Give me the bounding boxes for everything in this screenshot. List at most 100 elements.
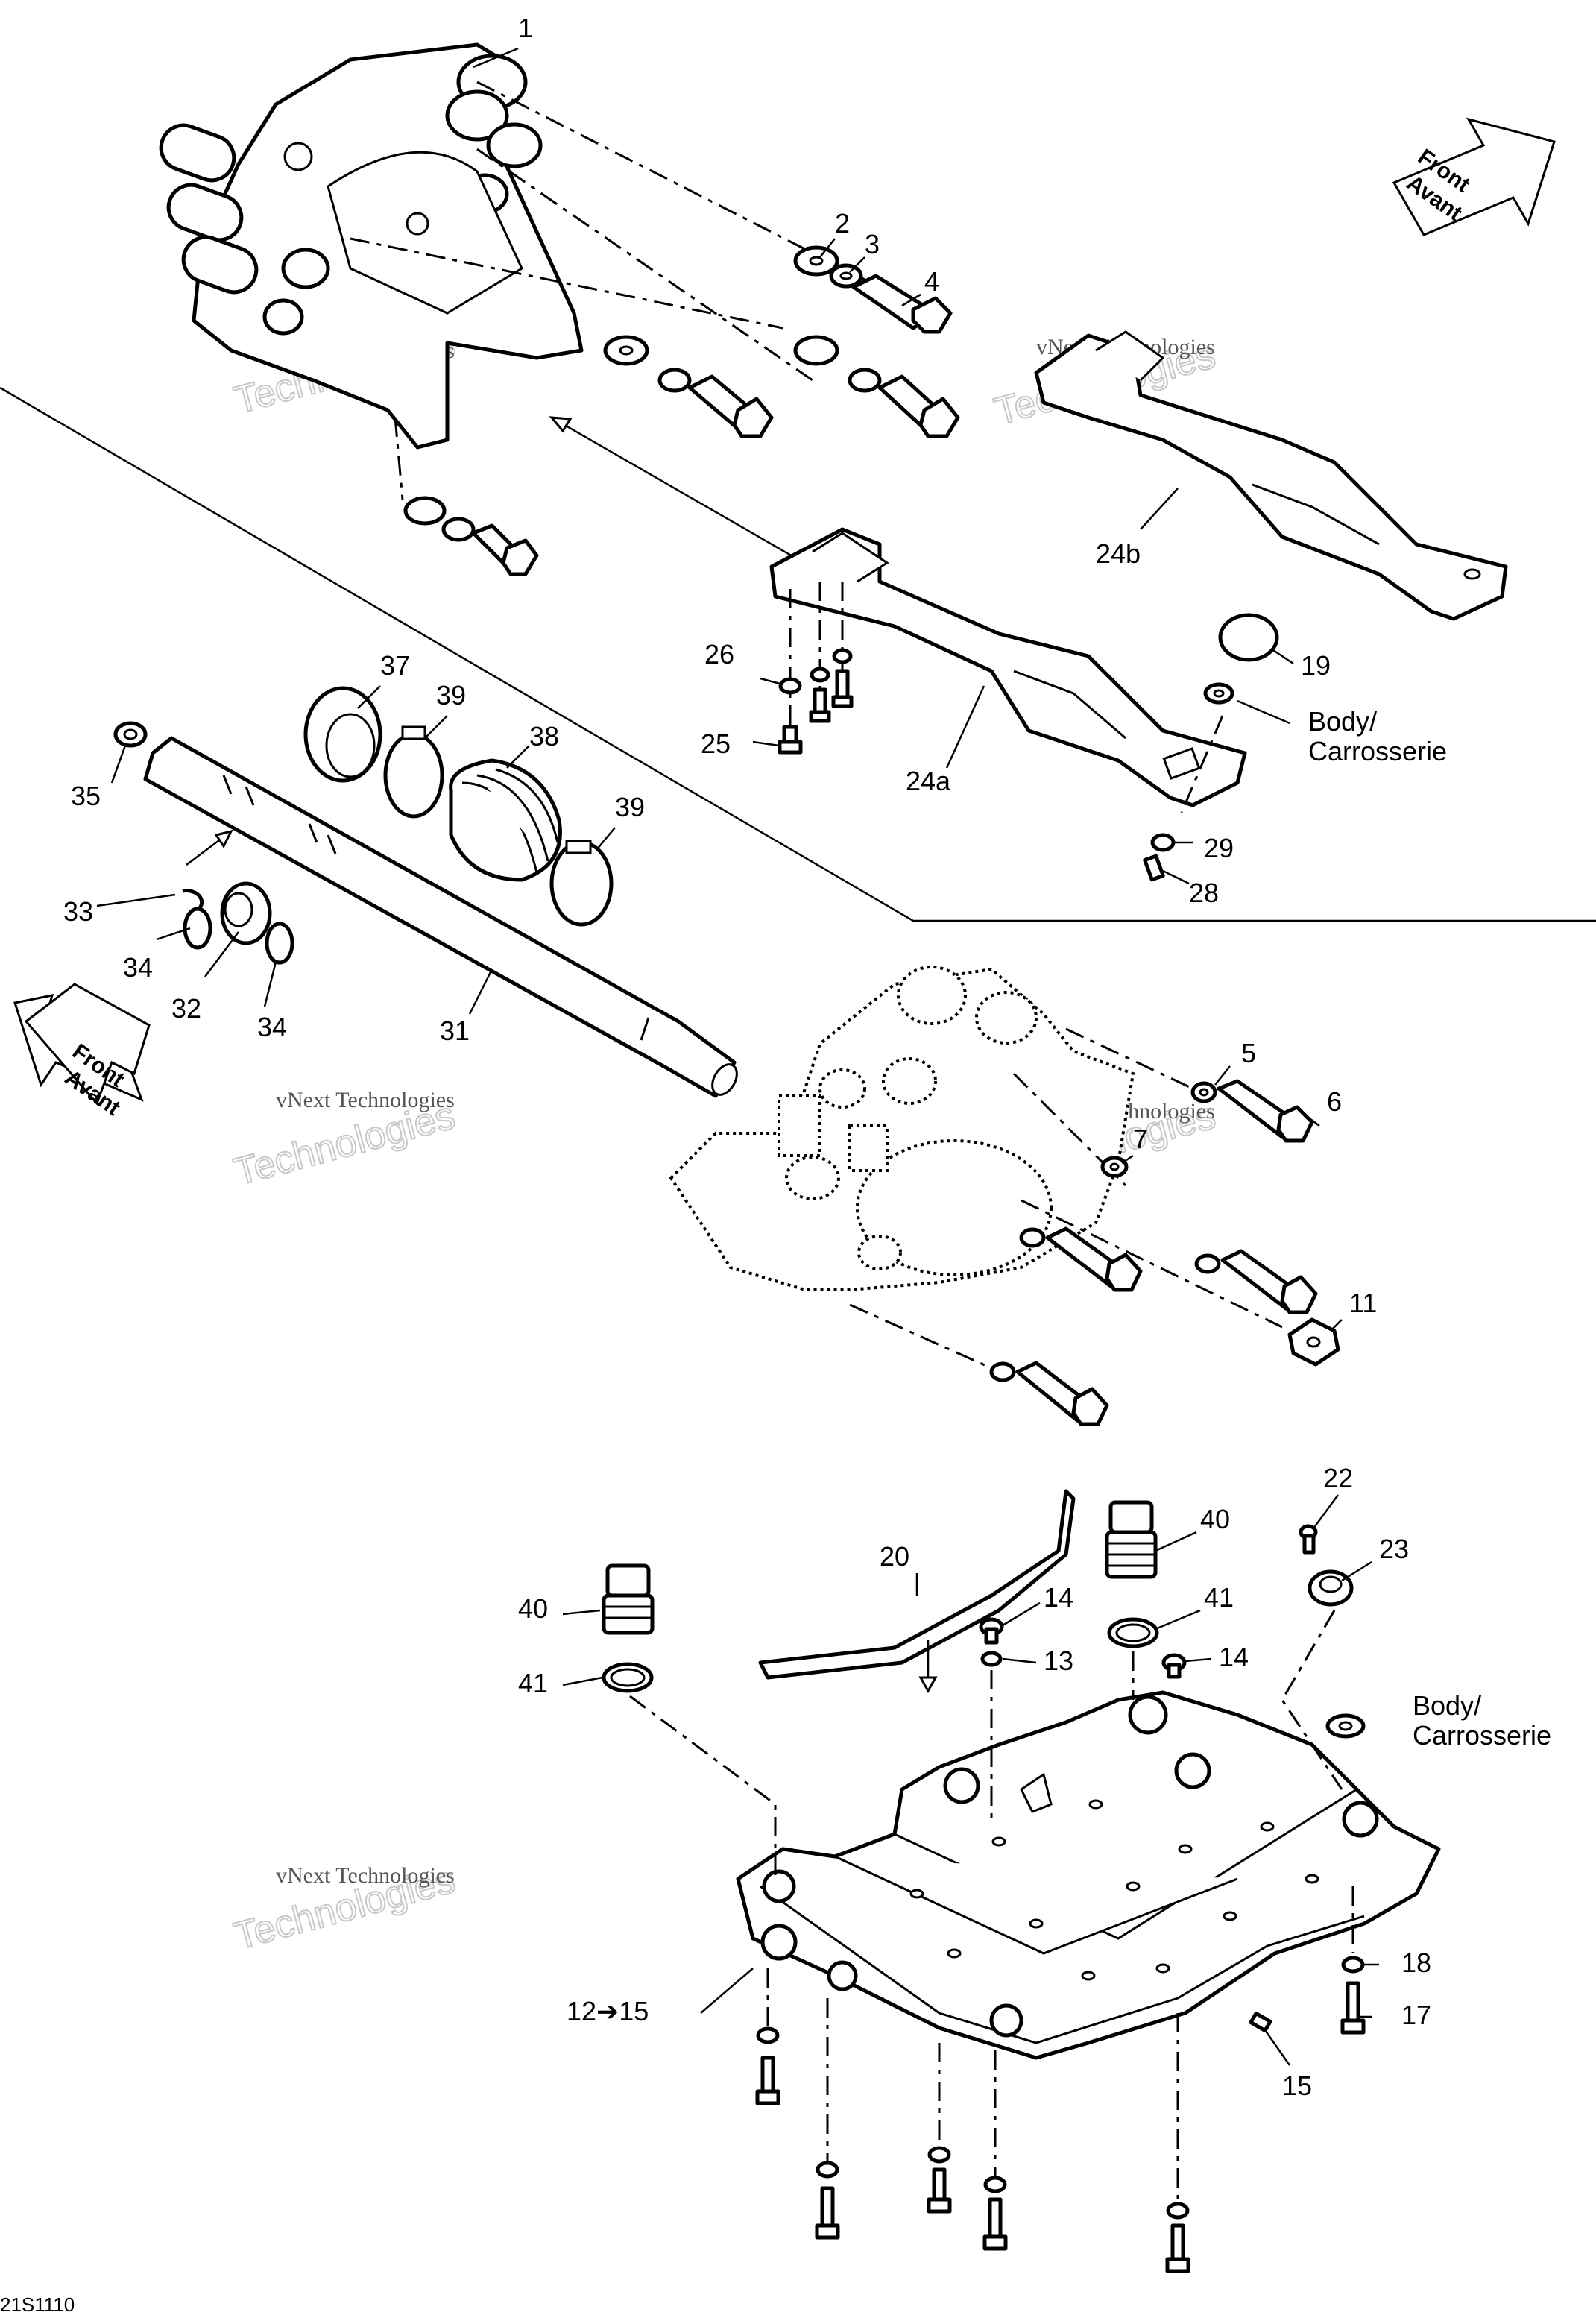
callout-14-left: 14 — [1044, 1582, 1073, 1613]
callout-29: 29 — [1204, 833, 1234, 863]
bolt-part-4 — [851, 274, 953, 334]
section-divider-line — [0, 386, 1596, 922]
watermark-3: Technologies vNext Technologies — [229, 1088, 460, 1195]
callout-13: 13 — [1044, 1645, 1073, 1676]
body-label-top-line1: Body/ — [1308, 706, 1377, 737]
callout-22: 22 — [1323, 1463, 1353, 1493]
svg-text:vNext Technologies: vNext Technologies — [276, 1088, 455, 1112]
screw-part-28 — [1143, 854, 1165, 882]
front-arrow-left: Front Avant — [13, 983, 151, 1121]
callout-6: 6 — [1327, 1086, 1342, 1117]
screw-part-14-left — [979, 1617, 1004, 1645]
callout-20: 20 — [880, 1541, 909, 1572]
body-label-bottom-line1: Body/ — [1413, 1690, 1481, 1721]
bolt-middle-a — [1045, 1226, 1143, 1292]
callout-17: 17 — [1401, 2000, 1431, 2030]
callout-39-right: 39 — [615, 792, 645, 822]
alignment-line-1 — [476, 81, 873, 285]
install-arrow-top — [551, 416, 798, 561]
callout-1: 1 — [518, 13, 533, 43]
grommet-under-19 — [1203, 682, 1234, 705]
front-arrow-top-right: Front Avant — [1392, 117, 1556, 236]
washer-part-7 — [1100, 1156, 1129, 1178]
engine-side-housing — [669, 966, 1135, 1291]
alignment-line-bottom — [849, 1303, 992, 1370]
leader-lines — [96, 47, 1379, 2066]
callout-19: 19 — [1301, 650, 1331, 681]
callout-3: 3 — [865, 229, 880, 259]
insert-part-40-left — [602, 1563, 655, 1635]
skid-bolt-4 — [982, 2176, 1008, 2251]
boot-part-38 — [449, 758, 562, 882]
washer-middle-a — [1019, 1227, 1046, 1248]
bolt-middle-c — [1015, 1361, 1109, 1426]
skid-bolt-1 — [755, 2026, 780, 2105]
plug-part-19 — [1218, 613, 1279, 662]
callout-41-right: 41 — [1204, 1582, 1234, 1613]
o-ring-part-34-left — [183, 907, 212, 950]
clamp-part-39-left — [383, 725, 444, 819]
screw-part-14-right — [1161, 1653, 1187, 1679]
callout-35: 35 — [71, 781, 101, 811]
bearing-part-35 — [113, 721, 148, 748]
callout-28: 28 — [1189, 878, 1219, 908]
washer-top-left-a — [603, 335, 649, 366]
bolt-part-17 — [1340, 1981, 1366, 2035]
bolt-top-left-a — [687, 374, 774, 438]
drive-housing-part-1 — [159, 42, 584, 450]
callout-labels: 1 2 3 4 24b 19 Body/ Carrosserie 26 25 2… — [0, 13, 1551, 2315]
callout-38: 38 — [529, 721, 559, 752]
washer-middle-c — [989, 1361, 1016, 1382]
bolt-top-bottom-c — [471, 523, 539, 576]
callout-24b: 24b — [1096, 538, 1141, 569]
washer-top-right-b — [793, 335, 839, 366]
ring-part-41-right — [1107, 1617, 1159, 1648]
callout-26: 26 — [704, 639, 734, 670]
alignment-line-11 — [1021, 1199, 1283, 1329]
screw-part-22 — [1299, 1524, 1318, 1555]
callout-39-left: 39 — [436, 680, 466, 711]
callout-31: 31 — [440, 1015, 470, 1046]
washer-part-26 — [778, 677, 802, 695]
washer-part-18 — [1341, 1956, 1365, 1974]
alignment-line-41-left — [629, 1695, 777, 1879]
callout-23: 23 — [1379, 1534, 1409, 1564]
bolt-top-right-b — [877, 374, 960, 438]
washer-small-a — [810, 667, 830, 683]
nut-part-11 — [1287, 1317, 1340, 1367]
callout-4: 4 — [924, 266, 939, 297]
washer-part-2 — [793, 245, 839, 277]
callout-15: 15 — [1282, 2070, 1312, 2101]
lock-washer-part-3 — [829, 263, 863, 289]
alignment-line-3 — [350, 237, 783, 330]
lock-washer-top-bottom-c — [441, 517, 476, 542]
skid-plate-part-12 — [736, 1690, 1441, 2060]
callout-12-15: 12➔15 — [567, 1996, 649, 2026]
washer-small-b — [832, 648, 853, 664]
alignment-line-28 — [1180, 715, 1224, 813]
callout-41-left: 41 — [518, 1668, 548, 1698]
body-grommet-bottom — [1325, 1713, 1366, 1739]
body-label-top-line2: Carrosserie — [1308, 736, 1447, 766]
washer-part-29 — [1150, 833, 1176, 852]
alignment-line-2 — [476, 148, 813, 382]
insert-part-40-right — [1105, 1500, 1158, 1579]
callout-2: 2 — [835, 208, 850, 239]
callout-33: 33 — [63, 896, 93, 927]
callout-34-left: 34 — [123, 952, 153, 983]
callout-40-right: 40 — [1200, 1504, 1230, 1534]
ring-part-41-left — [602, 1662, 654, 1693]
callout-32: 32 — [171, 993, 201, 1024]
lock-washer-top-left-a — [657, 368, 692, 393]
bolt-small-a — [809, 687, 831, 723]
callout-11: 11 — [1349, 1288, 1377, 1318]
ring-part-37 — [303, 686, 382, 783]
grommet-part-23 — [1308, 1569, 1354, 1607]
support-part-24a — [769, 527, 1247, 807]
bolt-part-25 — [778, 725, 803, 755]
o-ring-part-34-right — [265, 922, 294, 965]
callout-24a: 24a — [906, 766, 951, 796]
callout-40-left: 40 — [518, 1593, 548, 1624]
callout-37: 37 — [380, 650, 410, 681]
